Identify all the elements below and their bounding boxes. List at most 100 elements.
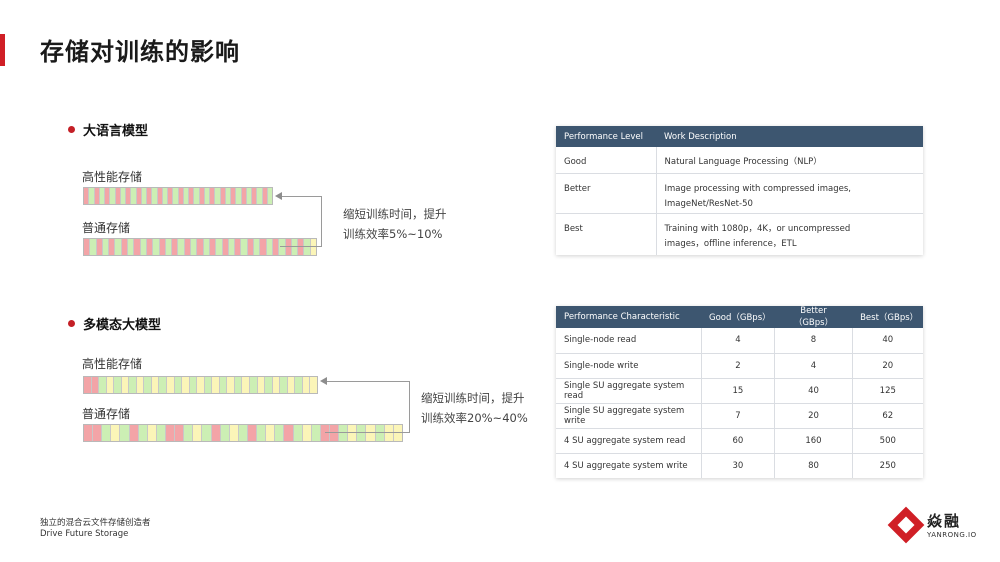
bar-segment	[272, 239, 280, 255]
bar-segment	[84, 377, 92, 393]
col-header: Best（GBps）	[852, 306, 923, 328]
bar-segment	[110, 188, 116, 204]
section-heading-text: 多模态大模型	[83, 318, 162, 333]
bar-segment	[228, 239, 236, 255]
bar-segment	[260, 239, 267, 255]
bar-segment	[159, 377, 168, 393]
bar-segment	[99, 377, 107, 393]
bar-segment	[121, 377, 130, 393]
bar-segment	[257, 377, 266, 393]
bar-segment	[153, 239, 160, 255]
bar-segment	[173, 188, 179, 204]
bar-segment	[162, 188, 168, 204]
bar-segment	[250, 377, 258, 393]
table-cell: 40	[852, 328, 923, 354]
bar-segment	[210, 188, 216, 204]
col-header: Performance Level	[556, 126, 656, 147]
cell-line: Natural Language Processing（NLP）	[664, 157, 822, 167]
llm-high-label: 高性能存储	[82, 170, 143, 184]
bar-segment	[90, 239, 97, 255]
bar-segment	[265, 377, 273, 393]
bar-segment	[219, 377, 228, 393]
arrow-left-icon	[320, 377, 327, 385]
table-cell: 8	[774, 328, 853, 354]
bar-segment	[393, 425, 402, 441]
bar-segment	[91, 377, 100, 393]
bar-segment	[102, 239, 110, 255]
bar-segment	[146, 239, 154, 255]
bar-segment	[212, 377, 220, 393]
arrow-left-icon	[275, 192, 282, 200]
llm-note-line1: 缩短训练时间，提升	[343, 207, 447, 221]
bar-segment	[225, 188, 231, 204]
table-cell: Better	[556, 173, 657, 214]
bar-segment	[197, 239, 204, 255]
bar-segment	[84, 188, 90, 204]
bar-segment	[184, 425, 194, 441]
bullet-icon	[68, 320, 75, 327]
footer-tagline: 独立的混合云文件存储创造者	[40, 518, 151, 528]
section-heading-text: 大语言模型	[83, 124, 149, 139]
table-cell: 4	[701, 328, 776, 354]
table-cell: Single-node read	[556, 328, 702, 354]
bar-segment	[140, 239, 147, 255]
bar-segment	[136, 377, 145, 393]
bar-segment	[168, 188, 174, 204]
bar-segment	[357, 425, 367, 441]
bar-segment	[159, 239, 166, 255]
bar-segment	[295, 377, 303, 393]
bar-segment	[293, 425, 303, 441]
title-accent-bar	[0, 34, 5, 66]
bar-segment	[174, 377, 183, 393]
table-row: 4 SU aggregate system read 60 160 500	[556, 428, 923, 454]
bar-segment	[339, 425, 349, 441]
mm-normal-label: 普通存储	[82, 407, 131, 421]
table-cell: 20	[852, 353, 923, 379]
table-cell: 125	[852, 378, 923, 404]
col-header: Good（GBps）	[701, 306, 775, 328]
bar-segment	[231, 188, 237, 204]
mm-note-line1: 缩短训练时间，提升	[421, 391, 525, 405]
bar-segment	[144, 377, 152, 393]
bar-segment	[93, 425, 103, 441]
bar-segment	[204, 377, 213, 393]
bar-segment	[147, 188, 153, 204]
bar-segment	[262, 188, 268, 204]
bar-segment	[102, 425, 112, 441]
col-header: Better（GBps）	[774, 306, 853, 328]
bar-segment	[280, 377, 288, 393]
bar-segment	[220, 188, 226, 204]
cell-line: Training with 1080p，4K，or uncompressed	[664, 223, 851, 234]
bar-segment	[254, 239, 261, 255]
bar-segment	[178, 188, 184, 204]
mm-normal-storage-bar	[83, 424, 403, 442]
bar-segment	[147, 425, 157, 441]
llm-high-performance-bar	[83, 187, 273, 205]
llm-note: 缩短训练时间，提升 训练效率5%~10%	[343, 204, 447, 244]
bar-segment	[329, 425, 340, 441]
table-cell: 4	[774, 353, 853, 379]
bar-segment	[129, 377, 137, 393]
table-row: Good Natural Language Processing（NLP）	[556, 147, 923, 174]
table-cell: Natural Language Processing（NLP）	[656, 147, 923, 174]
table-cell: 30	[701, 453, 776, 478]
col-header: Work Description	[656, 126, 923, 147]
bar-segment	[216, 239, 223, 255]
logo-icon	[887, 506, 925, 543]
logo-name: 焱融	[927, 512, 962, 530]
mm-note-line2: 训练效率20%~40%	[421, 411, 528, 425]
bar-segment	[291, 239, 299, 255]
bar-segment	[138, 425, 148, 441]
bar-segment	[167, 377, 175, 393]
bar-segment	[257, 188, 263, 204]
bar-segment	[247, 425, 258, 441]
bar-segment	[120, 425, 130, 441]
bar-segment	[279, 239, 286, 255]
bar-segment	[141, 188, 147, 204]
mm-bracket	[325, 381, 410, 433]
bar-segment	[204, 188, 210, 204]
bar-segment	[134, 239, 141, 255]
table-cell: 160	[774, 428, 853, 454]
bar-segment	[184, 239, 192, 255]
